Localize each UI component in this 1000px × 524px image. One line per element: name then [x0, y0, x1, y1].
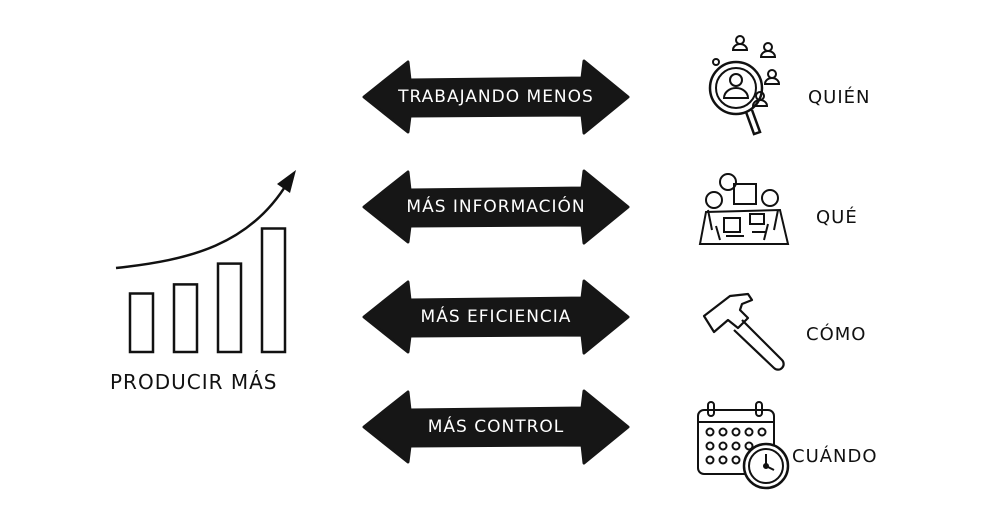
growth-arrow-head — [277, 170, 296, 193]
label-cuando: CUÁNDO — [792, 446, 878, 467]
label-quien: QUIÉN — [808, 87, 871, 108]
growth-bars — [128, 227, 287, 354]
arrow-trabajando-menos: TRABAJANDO MENOS — [360, 58, 632, 136]
arrow-label: MÁS EFICIENCIA — [420, 307, 572, 327]
growth-chart-illustration — [100, 160, 310, 360]
people-search-icon — [700, 32, 790, 142]
arrow-mas-eficiencia: MÁS EFICIENCIA — [360, 278, 632, 356]
growth-bar-1 — [128, 292, 155, 354]
calendar-clock-icon — [694, 400, 794, 492]
label-como: CÓMO — [806, 324, 867, 345]
growth-bar-3 — [216, 262, 243, 354]
label-que: QUÉ — [816, 207, 858, 228]
arrow-label: MÁS INFORMACIÓN — [406, 197, 586, 217]
arrow-mas-informacion: MÁS INFORMACIÓN — [360, 168, 632, 246]
producir-mas-label: PRODUCIR MÁS — [110, 370, 278, 394]
arrow-label: TRABAJANDO MENOS — [398, 87, 594, 107]
growth-chart-svg — [115, 170, 296, 354]
hammer-icon — [698, 290, 790, 371]
arrow-mas-control: MÁS CONTROL — [360, 388, 632, 466]
growth-arrow-curve — [115, 181, 290, 270]
growth-bar-2 — [172, 283, 199, 354]
growth-bar-4 — [260, 227, 287, 354]
meeting-table-icon — [696, 170, 792, 252]
arrow-label: MÁS CONTROL — [427, 417, 565, 437]
